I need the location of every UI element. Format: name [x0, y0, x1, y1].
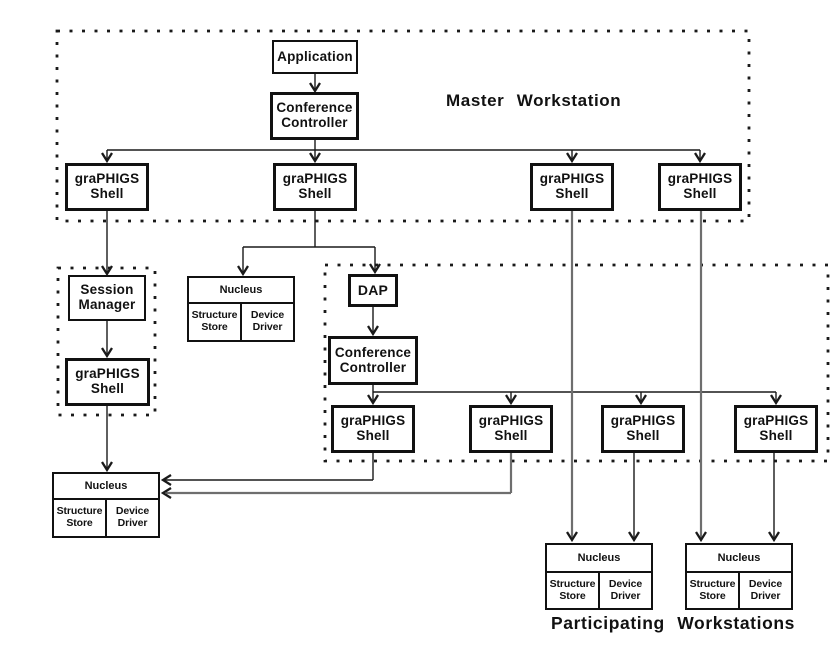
connector-lines-gray	[166, 210, 703, 538]
device-driver-cell: Device Driver	[115, 505, 150, 529]
session-manager-region	[56, 266, 157, 417]
line-cc-distribution	[106, 140, 701, 160]
nucleus-title: Nucleus	[189, 278, 293, 304]
master-workstation-label: Master Workstation	[446, 91, 622, 110]
nucleus-cells: Structure Store Device Driver	[547, 573, 651, 608]
arrow-into-shell2	[309, 152, 321, 164]
arrow-into-pshellA	[367, 394, 379, 406]
participating-workstations-label: Participating Workstations	[551, 613, 795, 633]
participating-nucleus-1: Nucleus Structure Store Device Driver	[545, 543, 653, 610]
dap-box: DAP	[348, 274, 398, 307]
session-manager-box: Session Manager	[68, 275, 146, 321]
nucleus-cells: Structure Store Device Driver	[189, 304, 293, 340]
line-shell2-split	[242, 210, 376, 272]
master-conference-controller-box: Conference Controller	[270, 92, 359, 140]
arrow-into-nucleus1-black-line	[628, 531, 640, 543]
arrow-into-shell1	[101, 152, 113, 164]
arrow-into-left-nucleus-top	[101, 461, 113, 473]
participating-graphigs-shell-4: graPHIGS Shell	[734, 405, 818, 453]
participating-graphigs-shell-2: graPHIGS Shell	[469, 405, 553, 453]
arrow-into-dap	[369, 263, 381, 275]
master-graphigs-shell-1: graPHIGS Shell	[65, 163, 149, 211]
arrow-left-nucleus-right1	[160, 474, 172, 486]
participating-nucleus-2: Nucleus Structure Store Device Driver	[685, 543, 793, 610]
nucleus-title: Nucleus	[54, 474, 158, 500]
participating-conference-controller-box: Conference Controller	[328, 336, 418, 385]
structure-store-cell: Structure Store	[54, 500, 107, 536]
structure-store-cell: Structure Store	[547, 573, 600, 608]
arrow-into-pshellC	[635, 394, 647, 406]
master-graphigs-shell-3: graPHIGS Shell	[530, 163, 614, 211]
master-graphigs-shell-4: graPHIGS Shell	[658, 163, 742, 211]
arrow-into-session-shell	[101, 347, 113, 359]
participating-workstation-region	[323, 263, 830, 463]
device-driver-cell: Device Driver	[748, 577, 783, 602]
arrow-into-nucleus1-gray-line	[566, 531, 578, 543]
line-pshellB-to-left-nucleus	[166, 452, 513, 495]
arrow-into-pshellB	[505, 394, 517, 406]
master-graphigs-shell-2: graPHIGS Shell	[273, 163, 357, 211]
arrow-into-shell4	[694, 152, 706, 164]
arrow-into-nucleus2-black-line	[768, 531, 780, 543]
session-nucleus-box: Nucleus Structure Store Device Driver	[52, 472, 160, 538]
participating-graphigs-shell-3: graPHIGS Shell	[601, 405, 685, 453]
device-driver-cell: Device Driver	[608, 577, 643, 602]
line-pshellA-to-left-nucleus	[164, 452, 374, 481]
master-workstation-region	[55, 29, 751, 223]
arrow-left-nucleus-right2	[160, 487, 172, 499]
structure-store-cell: Structure Store	[687, 573, 740, 608]
arrow-into-shell3	[566, 152, 578, 164]
line-cc2-distribution	[372, 385, 777, 402]
arrow-into-session-manager	[101, 265, 113, 277]
arrow-into-pshellD	[770, 394, 782, 406]
device-driver-cell: Device Driver	[250, 309, 285, 333]
nucleus-cells: Structure Store Device Driver	[687, 573, 791, 608]
arrow-into-cc	[309, 82, 321, 94]
participating-graphigs-shell-1: graPHIGS Shell	[331, 405, 415, 453]
connector-lines-black	[106, 73, 777, 538]
dashed-region-borders	[55, 29, 830, 463]
nucleus-title: Nucleus	[547, 545, 651, 573]
nucleus-title: Nucleus	[687, 545, 791, 573]
session-graphigs-shell: graPHIGS Shell	[65, 358, 150, 406]
application-box: Application	[272, 40, 358, 74]
arrow-into-mid-nucleus	[237, 265, 249, 277]
nucleus-cells: Structure Store Device Driver	[54, 500, 158, 536]
arrow-into-nucleus2-gray-line	[695, 531, 707, 543]
arrowheads-black	[101, 82, 782, 543]
master-nucleus-box: Nucleus Structure Store Device Driver	[187, 276, 295, 342]
arrow-into-cc2	[367, 325, 379, 337]
structure-store-cell: Structure Store	[189, 304, 242, 340]
